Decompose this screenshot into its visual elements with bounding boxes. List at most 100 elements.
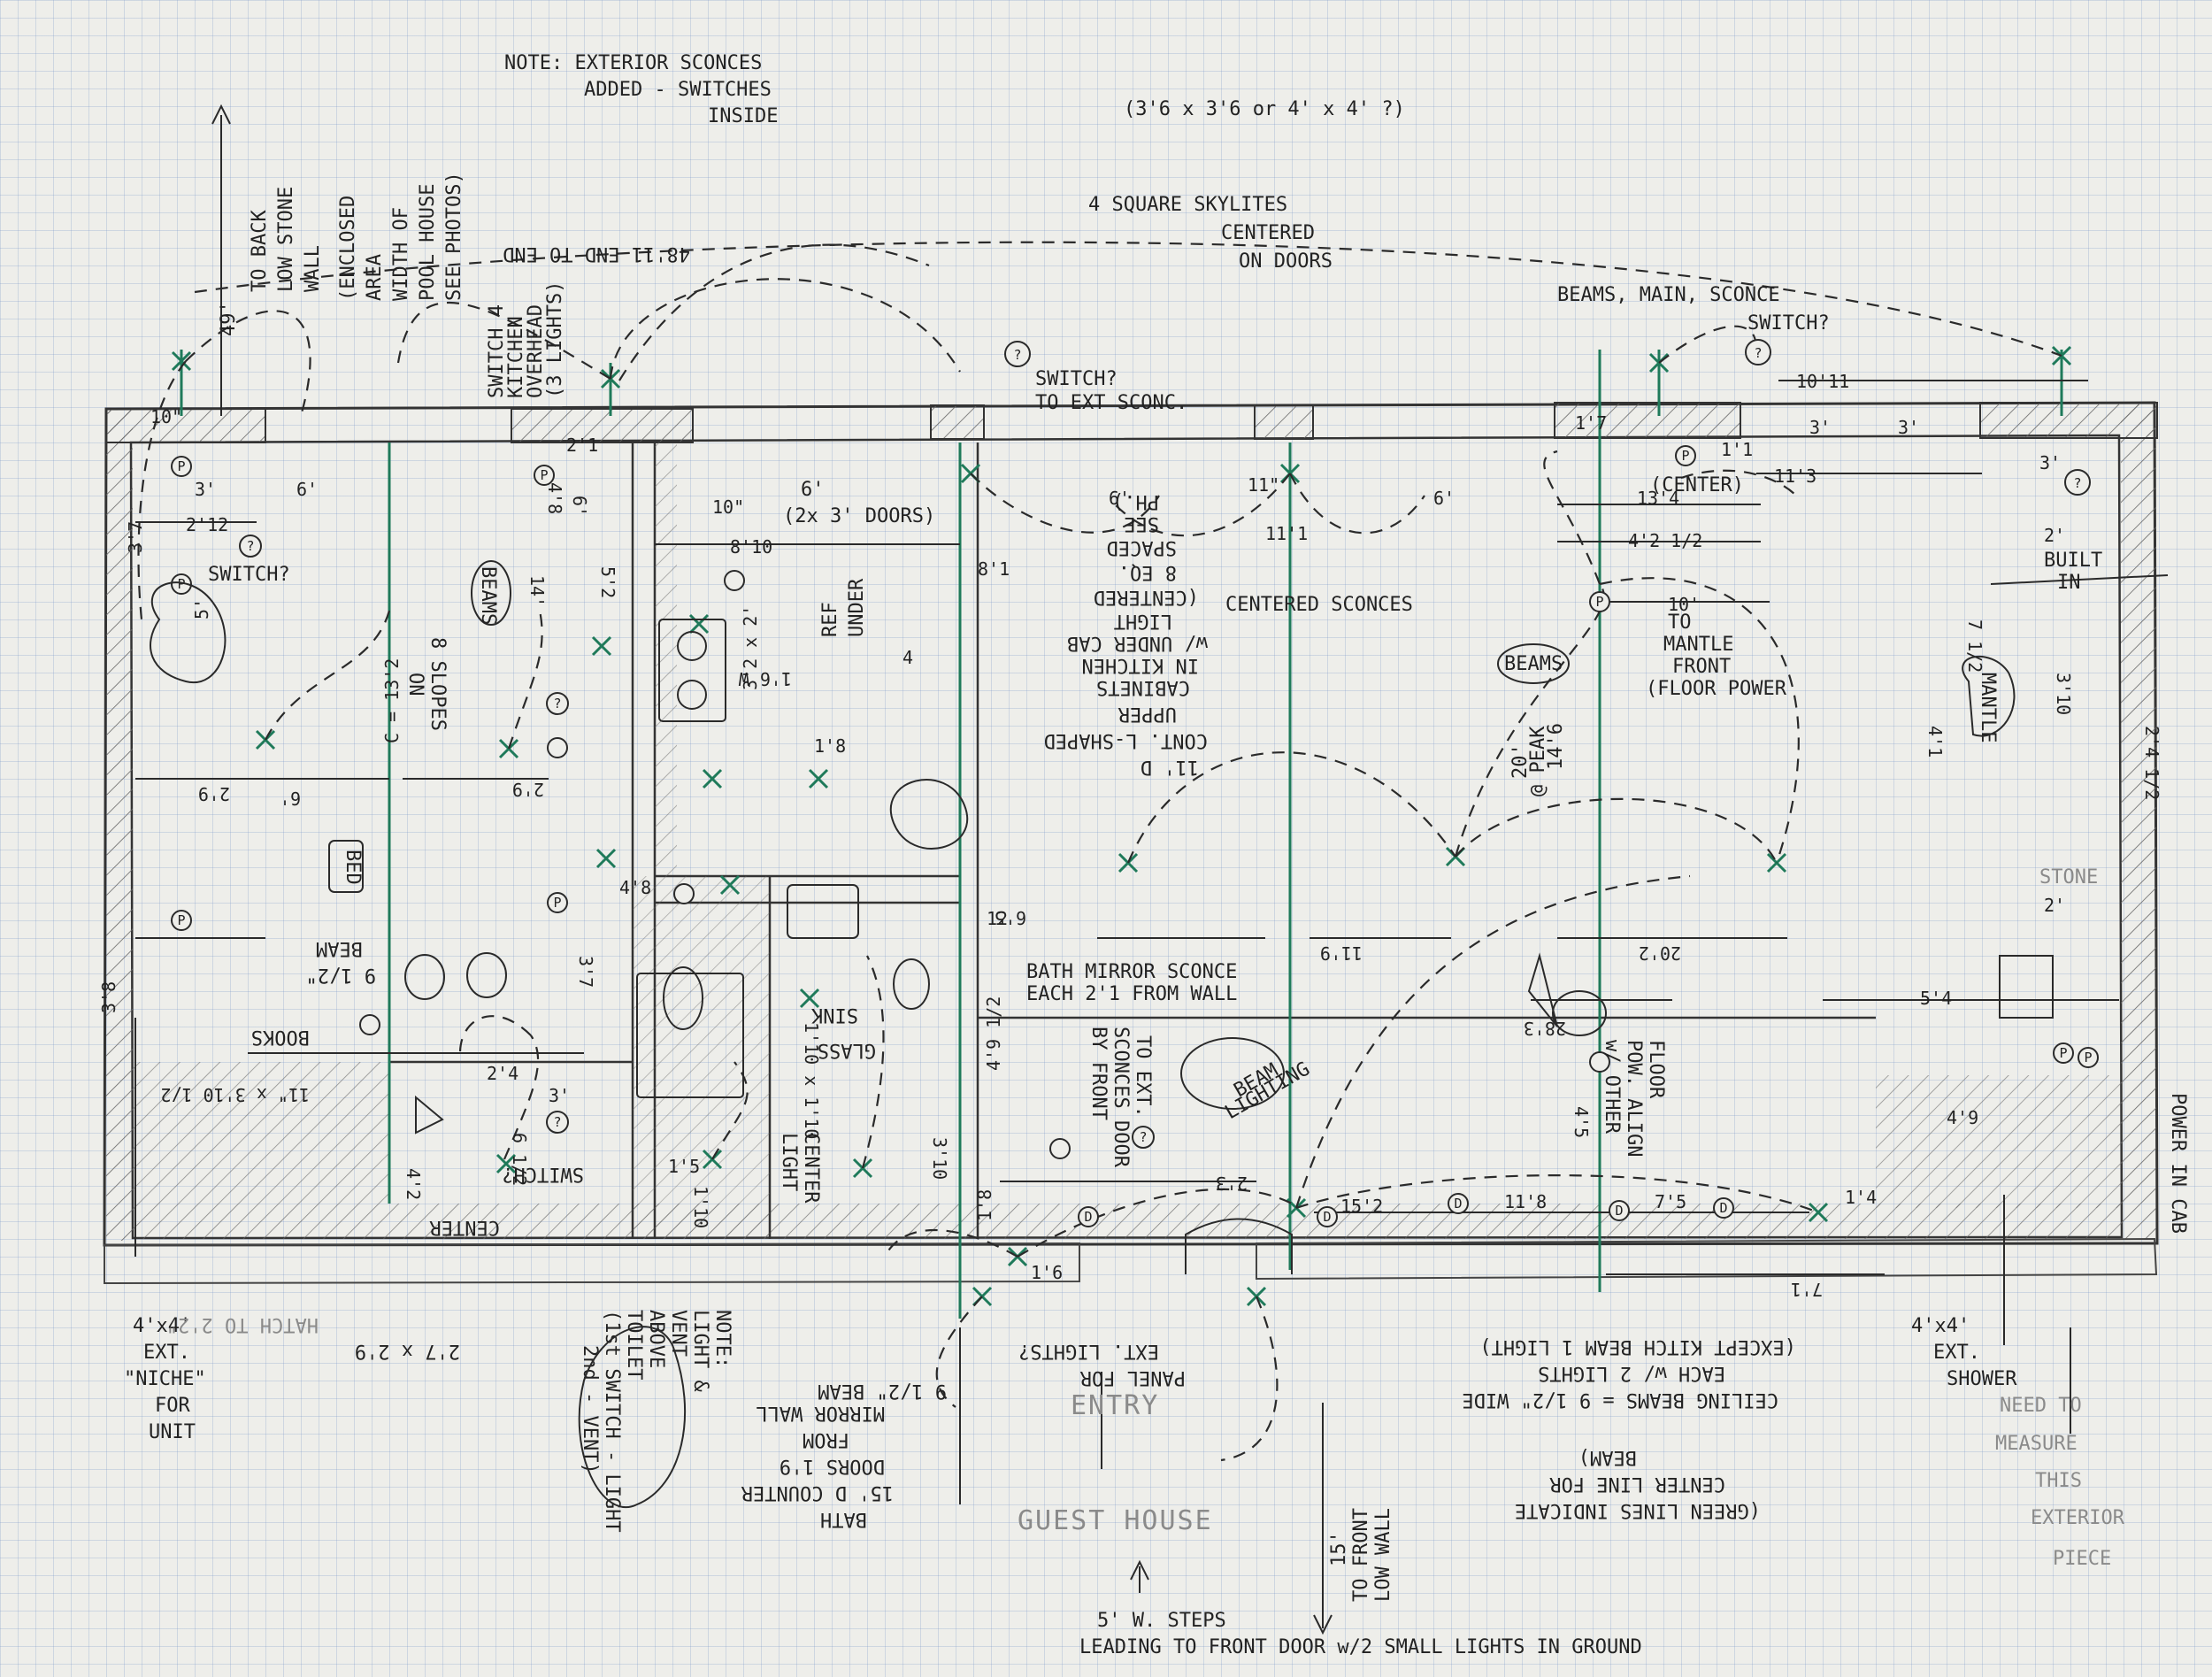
note-exterior-sconces-2: ADDED - SWITCHES [584, 79, 772, 101]
note-need-to-measure-5: PIECE [2053, 1548, 2111, 1570]
outlet-letter: P [1595, 594, 1603, 610]
light-x [591, 635, 612, 657]
light-x [808, 768, 829, 789]
note-kitchen-cabinets-3: UPPER [1118, 703, 1177, 725]
note-kitchen-cabinets-10: SPACED [1107, 536, 1177, 558]
dim: 6' [296, 479, 318, 500]
note-glass: GLASS [818, 1039, 876, 1061]
switch-letter: ? [553, 1114, 561, 1130]
note-floor-pow-3: w/ OTHER [1601, 1040, 1623, 1135]
note-center-light-2: LIGHT [778, 1133, 800, 1191]
note-switch-ext-sconce: SWITCH? [1035, 368, 1118, 390]
dim: 2'4 1/2 [2141, 726, 2162, 800]
vanity [636, 973, 744, 1098]
dim: 2'9 [512, 779, 544, 800]
note-steps-2: LEADING TO FRONT DOOR w/2 SMALL LIGHTS I… [1079, 1636, 1642, 1658]
note-front-low-wall: 15' [1328, 1531, 1350, 1566]
dim: 4'8 [544, 482, 565, 514]
light-x [799, 988, 820, 1009]
note-ext-shower-3: SHOWER [1947, 1368, 2017, 1390]
tag-bubbles [328, 560, 1607, 1135]
dim: 3'10 [929, 1137, 950, 1180]
dim: 3' [195, 479, 216, 500]
symbol-letters: P P P P P P P P P ? ? ? ? ? ? ? D D D D … [177, 345, 2092, 1225]
note-end-to-end: 48'11 END TO END [503, 242, 690, 265]
outlet-letter: P [1681, 448, 1689, 464]
note-exterior-sconces: NOTE: EXTERIOR SCONCES [504, 52, 762, 74]
dim: 4'1 [1924, 726, 1946, 758]
note-beam-front: 9 1/2" BEAM [818, 1380, 947, 1402]
note-exterior-sconces-3: INSIDE [708, 105, 778, 127]
note-green-lines-2: CENTER LINE FOR [1549, 1473, 1725, 1495]
dim: 3'8 [98, 981, 119, 1013]
note-niche-5: UNIT [149, 1421, 196, 1443]
note-kitchen-cabinets-6: w/ UNDER CAB [1067, 632, 1208, 654]
note-panel-for: PANEL FOR [1079, 1366, 1186, 1389]
dim: 10' [1668, 594, 1700, 615]
note-doors: 6' [801, 479, 825, 501]
note-sconces-by-door: TO EXT. [1132, 1035, 1154, 1118]
switch-q-left: SWITCH? [208, 564, 290, 586]
dim: 1'6 [1031, 1262, 1063, 1283]
fixtures [150, 581, 2054, 1508]
dim: 11" [1248, 474, 1279, 496]
dim: 1'8 [974, 1189, 995, 1221]
light-x [688, 613, 710, 635]
note-green-lines: (GREEN LINES INDICATE [1515, 1499, 1761, 1521]
dimension-lines [134, 104, 2169, 1635]
dim: 11'9 [1320, 942, 1363, 964]
building-walls [103, 401, 2159, 1285]
note-sconces-by-door-2: SCONCES DOOR [1110, 1027, 1132, 1168]
note-sink: SINK [810, 1004, 858, 1026]
kitchen-wall-hatch [655, 442, 677, 876]
note-built-in-2: IN [2057, 572, 2081, 594]
dim: 1'7 [1575, 412, 1607, 434]
note-kitchen-cabinets-11: SEE [1124, 512, 1159, 535]
note-switch-kitchen: SWITCH 4 [486, 304, 508, 398]
dim: 8'10 [730, 536, 772, 558]
note-toilet-5: TOILET [623, 1310, 645, 1380]
note-niche-4: FOR [155, 1395, 190, 1417]
dim: 6'5 [995, 907, 1026, 928]
note-stone: STONE [2039, 866, 2098, 889]
note-kitchen-cabinets-1: 11' D [1141, 756, 1199, 778]
note-enclosed-3: WIDTH OF [390, 207, 412, 301]
duplex-letter: D [1084, 1209, 1092, 1225]
outlet-letter: P [177, 912, 185, 928]
note-peak-3: 20' [1509, 743, 1532, 779]
note-switch-ext-sconce-2: TO EXT SCONC. [1035, 392, 1187, 414]
note-beam-left-2: BEAM [316, 937, 363, 959]
note-kitchen-cabinets-5: IN KITCHEN [1082, 654, 1199, 676]
outlet-letter: P [540, 467, 548, 483]
dim: 4'2 1/2 [1628, 530, 1702, 551]
dim: 2' [2044, 525, 2065, 546]
duplex-letter: D [1615, 1203, 1623, 1219]
dim: 3' [2039, 452, 2061, 473]
note-peak: 14'6 [1545, 723, 1567, 770]
light-x [171, 350, 192, 372]
note-toilet: NOTE: [711, 1310, 733, 1368]
note-need-to-measure: NEED TO [2000, 1395, 2082, 1417]
note-ext-shower: 4'x4' [1911, 1315, 1970, 1337]
switch-letter: ? [246, 538, 254, 554]
dim: 10" [712, 496, 744, 518]
note-doors-2: (2x 3' DOORS) [783, 505, 935, 527]
dim: 6' [280, 788, 301, 809]
note-kitchen-cabinets-2: CONT. L-SHAPED [1044, 729, 1208, 751]
note-beams-main-sconce: BEAMS, MAIN, SCONCE [1557, 284, 1780, 306]
dim: 7'5 [1655, 1191, 1686, 1212]
note-to-mantle-4: (FLOOR POWER [1646, 678, 1787, 700]
note-skylights-3: ON DOORS [1239, 250, 1333, 273]
note-ext-shower-2: EXT. [1933, 1342, 1980, 1364]
note-floor-pow: FLOOR [1645, 1040, 1667, 1099]
note-back-wall-3: WALL [302, 245, 324, 292]
dim: 2'3 [1216, 1173, 1248, 1194]
dim: 2'4 [487, 1063, 518, 1084]
switch-letter: ? [1139, 1129, 1147, 1145]
dim: 8'1 [978, 558, 1010, 580]
light-x [595, 848, 617, 869]
switch-letter: ? [1013, 347, 1021, 363]
dim: 3'10 [2053, 673, 2074, 715]
note-ceiling-beams: CEILING BEAMS = 9 1/2" WIDE [1462, 1389, 1778, 1411]
note-kitchen-cabinets-4: CABINETS [1096, 676, 1190, 698]
